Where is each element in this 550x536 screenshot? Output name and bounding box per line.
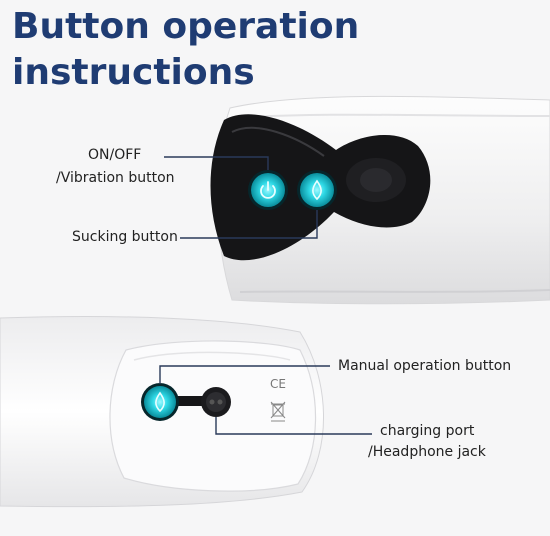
callout-manual-text: Manual operation button xyxy=(338,358,512,374)
title-line-2: instructions xyxy=(12,52,255,93)
callout-power-label-2: /Vibration button xyxy=(56,169,175,188)
callout-power-line-1: ON/OFF xyxy=(88,147,142,163)
top-device-panel-sheen xyxy=(231,126,325,157)
callout-line-sucking xyxy=(180,210,318,239)
callout-charging-line-1: charging port xyxy=(380,423,475,439)
callout-line-manual xyxy=(159,365,330,384)
manual-operation-button[interactable] xyxy=(141,383,216,421)
callout-sucking-text: Sucking button xyxy=(72,229,178,245)
callout-manual-label: Manual operation button xyxy=(338,357,511,376)
top-device-texture-inner xyxy=(360,168,392,192)
callout-line-charging xyxy=(215,417,372,435)
droplet-icon xyxy=(312,179,322,201)
callout-power-line-2: /Vibration button xyxy=(56,170,175,186)
page-title: Button operation instructions xyxy=(12,4,532,96)
sucking-button[interactable] xyxy=(297,170,337,210)
top-device xyxy=(164,95,550,305)
callout-line-power xyxy=(164,156,269,170)
callout-charging-line-2: /Headphone jack xyxy=(368,444,486,460)
bottom-device-face-ridge xyxy=(133,351,291,361)
callout-charging-label-2: /Headphone jack xyxy=(368,443,486,462)
callout-charging-label: charging port xyxy=(380,422,474,441)
charging-port[interactable] xyxy=(201,387,231,417)
bottom-device: CE xyxy=(0,316,372,508)
power-icon xyxy=(260,181,276,199)
ce-mark: CE xyxy=(270,377,286,391)
droplet-icon-manual xyxy=(155,391,165,413)
weee-bin-icon xyxy=(270,401,286,422)
title-line-1: Button operation xyxy=(12,6,360,47)
callout-power-label: ON/OFF xyxy=(88,146,141,165)
power-button[interactable] xyxy=(248,170,288,210)
top-device-shell-ridge xyxy=(235,113,550,119)
top-device-shell-ridge-2 xyxy=(239,289,550,293)
callout-sucking-label: Sucking button xyxy=(72,228,178,247)
